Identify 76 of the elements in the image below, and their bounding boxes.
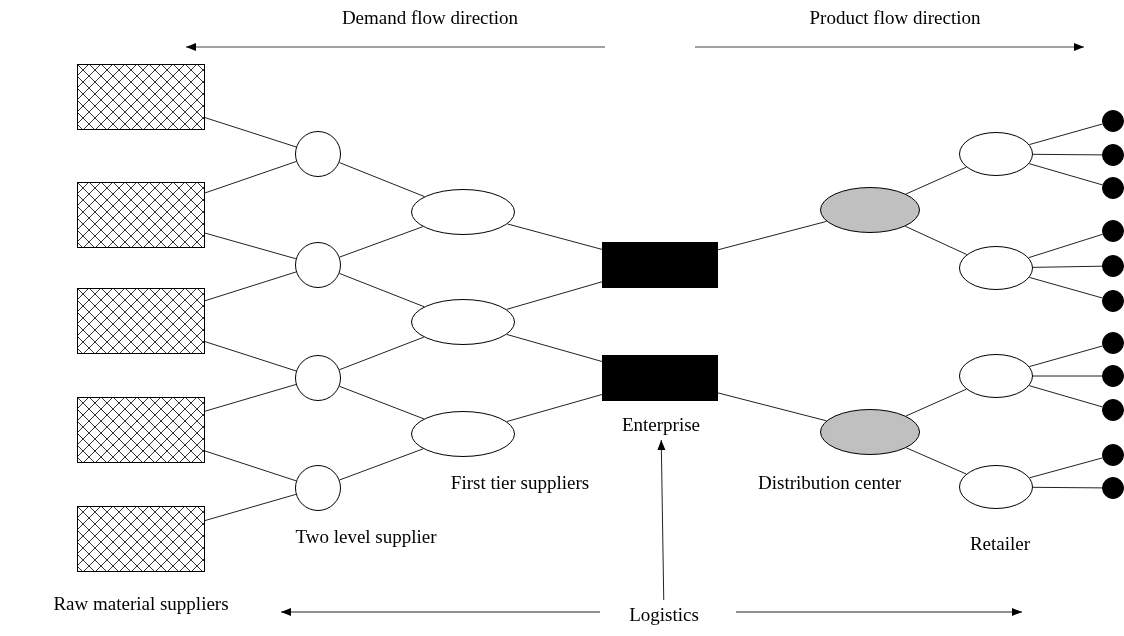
caption-text: Product flow direction	[809, 6, 981, 30]
supplier-ellipse	[411, 189, 515, 235]
customer-dot	[1102, 177, 1124, 199]
connector-line	[506, 333, 603, 362]
connector-line	[905, 388, 967, 417]
caption-text: Two level supplier	[295, 525, 437, 549]
connector-line	[717, 220, 828, 251]
connector-line	[1032, 265, 1103, 268]
caption-text: Demand flow direction	[341, 6, 519, 30]
connector-line	[338, 336, 425, 371]
supplier-circle	[295, 131, 341, 177]
caption-text: Retailer	[969, 532, 1031, 556]
connector-line	[1032, 486, 1103, 489]
connector-line	[204, 232, 297, 260]
customer-dot	[1102, 255, 1124, 277]
connector-line	[204, 450, 297, 482]
connector-line	[1028, 345, 1103, 368]
connector-line	[339, 226, 424, 258]
customer-dot	[1102, 144, 1124, 166]
customer-dot	[1102, 365, 1124, 387]
raw-material-supplier-box	[77, 182, 205, 248]
arrow	[657, 439, 666, 601]
connector-line	[905, 166, 967, 195]
raw-material-supplier-box	[77, 397, 205, 463]
retailer-ellipse	[959, 354, 1033, 398]
customer-dot	[1102, 399, 1124, 421]
enterprise-box	[602, 242, 718, 288]
connector-line	[904, 225, 968, 256]
customer-dot	[1102, 220, 1124, 242]
customer-dot	[1102, 332, 1124, 354]
connector-line	[204, 161, 297, 194]
retailer-ellipse	[959, 246, 1033, 290]
connector-line	[204, 117, 297, 148]
connector-line	[506, 223, 603, 250]
raw-material-supplier-box	[77, 64, 205, 130]
enterprise-box	[602, 355, 718, 401]
connector-line	[1028, 233, 1103, 259]
caption-text: First tier suppliers	[450, 471, 590, 495]
distribution-center-ellipse	[820, 187, 920, 233]
caption-text: Distribution center	[758, 471, 901, 495]
connector-line	[339, 448, 424, 481]
distribution-center-ellipse	[820, 409, 920, 455]
connector-line	[338, 385, 425, 420]
connector-line	[717, 392, 827, 422]
customer-dot	[1102, 290, 1124, 312]
connector-line	[338, 272, 425, 308]
customer-dot	[1102, 477, 1124, 499]
customer-dot	[1102, 110, 1124, 132]
supplier-ellipse	[411, 299, 515, 345]
connector-line	[1028, 123, 1103, 146]
raw-material-supplier-box	[77, 288, 205, 354]
connector-line	[1029, 457, 1103, 479]
connector-line	[338, 162, 425, 198]
connector-line	[1028, 163, 1103, 186]
connector-line	[204, 384, 297, 412]
connector-line	[905, 447, 967, 475]
connector-line	[506, 281, 603, 310]
connector-line	[204, 493, 297, 522]
retailer-ellipse	[959, 132, 1033, 176]
node-label: Enterprise	[621, 413, 701, 437]
connector-line	[1032, 375, 1103, 377]
node-label: Logistics	[629, 603, 699, 627]
supplier-circle	[295, 242, 341, 288]
retailer-ellipse	[959, 465, 1033, 509]
connector-line	[204, 271, 297, 302]
customer-dot	[1102, 444, 1124, 466]
connector-line	[204, 341, 297, 372]
supplier-circle	[295, 355, 341, 401]
connector-line	[1028, 385, 1103, 408]
supplier-circle	[295, 465, 341, 511]
raw-material-supplier-box	[77, 506, 205, 572]
supplier-ellipse	[411, 411, 515, 457]
connector-line	[1028, 276, 1103, 299]
connector-line	[506, 394, 603, 423]
connector-line	[1032, 153, 1103, 156]
caption-text: Raw material suppliers	[53, 592, 229, 616]
